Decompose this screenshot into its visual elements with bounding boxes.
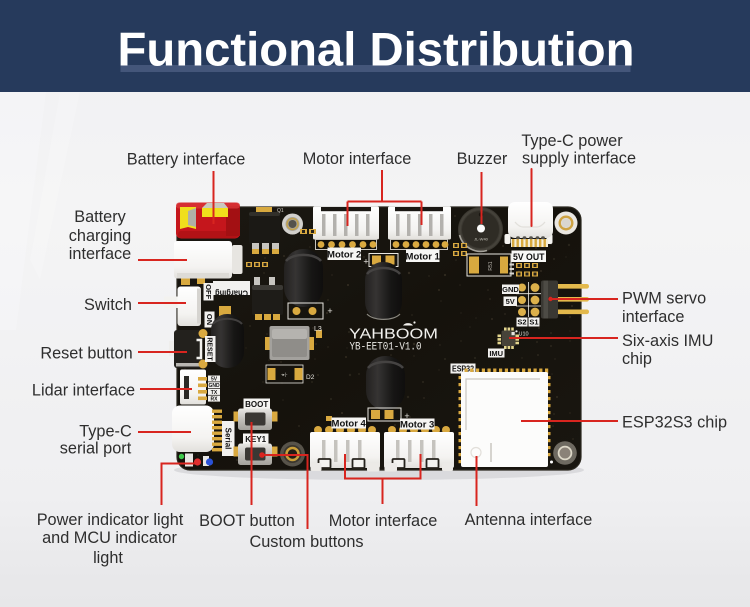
svg-text:BOOT: BOOT xyxy=(245,400,268,409)
svg-text:serial port: serial port xyxy=(60,440,132,458)
svg-text:U10: U10 xyxy=(519,332,529,338)
svg-text:BOOT button: BOOT button xyxy=(199,512,295,530)
svg-text:Lidar interface: Lidar interface xyxy=(32,382,135,400)
svg-text:Six-axis IMU: Six-axis IMU xyxy=(622,332,713,350)
svg-text:IMU: IMU xyxy=(489,349,503,358)
svg-text:ESP32S3 chip: ESP32S3 chip xyxy=(622,414,727,432)
svg-text:Motor 1: Motor 1 xyxy=(406,252,441,263)
svg-text:Switch: Switch xyxy=(84,296,132,314)
svg-text:R51: R51 xyxy=(488,261,494,270)
svg-text:YB-EET01-V1.0: YB-EET01-V1.0 xyxy=(350,342,422,354)
svg-text:5V OUT: 5V OUT xyxy=(513,252,545,263)
svg-text:chip: chip xyxy=(622,350,652,368)
svg-text:GND: GND xyxy=(502,285,519,294)
svg-text:KEY1: KEY1 xyxy=(245,435,266,444)
svg-text:+: + xyxy=(363,257,368,267)
svg-text:PWM servo: PWM servo xyxy=(622,290,706,308)
svg-text:Functional Distribution: Functional Distribution xyxy=(118,24,635,77)
svg-text:+: + xyxy=(327,306,332,316)
svg-text:interface: interface xyxy=(69,245,131,263)
svg-text:JL-W40: JL-W40 xyxy=(474,237,489,242)
svg-text:ON: ON xyxy=(205,314,214,325)
svg-text:Serial: Serial xyxy=(223,428,232,450)
svg-text:5V: 5V xyxy=(506,297,515,306)
svg-text:Motor 2: Motor 2 xyxy=(327,250,361,261)
svg-text:S2: S2 xyxy=(517,318,526,327)
svg-text:Custom buttons: Custom buttons xyxy=(249,533,363,551)
svg-text:L3: L3 xyxy=(314,326,322,333)
svg-text:OFF: OFF xyxy=(204,284,213,299)
svg-text:Motor interface: Motor interface xyxy=(329,512,438,530)
svg-text:Antenna interface: Antenna interface xyxy=(465,511,593,529)
svg-text:-▸|-: -▸|- xyxy=(281,372,288,377)
svg-text:interface: interface xyxy=(622,308,684,326)
svg-text:Battery: Battery xyxy=(74,208,126,226)
svg-text:Reset button: Reset button xyxy=(40,345,132,363)
svg-text:and MCU indicator: and MCU indicator xyxy=(42,529,177,547)
svg-text:S1: S1 xyxy=(529,318,538,327)
svg-text:Type-C power: Type-C power xyxy=(521,132,623,150)
svg-text:TX: TX xyxy=(211,390,218,396)
svg-text:YAHBOOM: YAHBOOM xyxy=(349,327,438,343)
svg-text:charging: charging xyxy=(69,227,131,245)
svg-text:supply interface: supply interface xyxy=(522,150,636,168)
svg-text:RX: RX xyxy=(211,397,219,403)
svg-text:Battery interface: Battery interface xyxy=(127,151,246,169)
svg-text:Q1: Q1 xyxy=(277,208,284,214)
svg-text:Power indicator light: Power indicator light xyxy=(37,511,184,529)
svg-text:Buzzer: Buzzer xyxy=(457,150,508,168)
svg-text:ESP32: ESP32 xyxy=(452,364,475,373)
svg-text:light: light xyxy=(93,549,123,567)
svg-text:Charging: Charging xyxy=(215,289,248,299)
svg-text:Motor 4: Motor 4 xyxy=(332,419,367,430)
svg-text:5V: 5V xyxy=(211,377,218,383)
svg-text:D2: D2 xyxy=(306,374,315,381)
svg-text:Motor 3: Motor 3 xyxy=(400,420,434,431)
svg-text:Motor interface: Motor interface xyxy=(303,150,412,168)
svg-text:RESET: RESET xyxy=(206,337,213,361)
svg-text:Type-C: Type-C xyxy=(79,423,132,441)
svg-text:GND: GND xyxy=(208,383,220,389)
svg-text:+: + xyxy=(404,411,409,421)
